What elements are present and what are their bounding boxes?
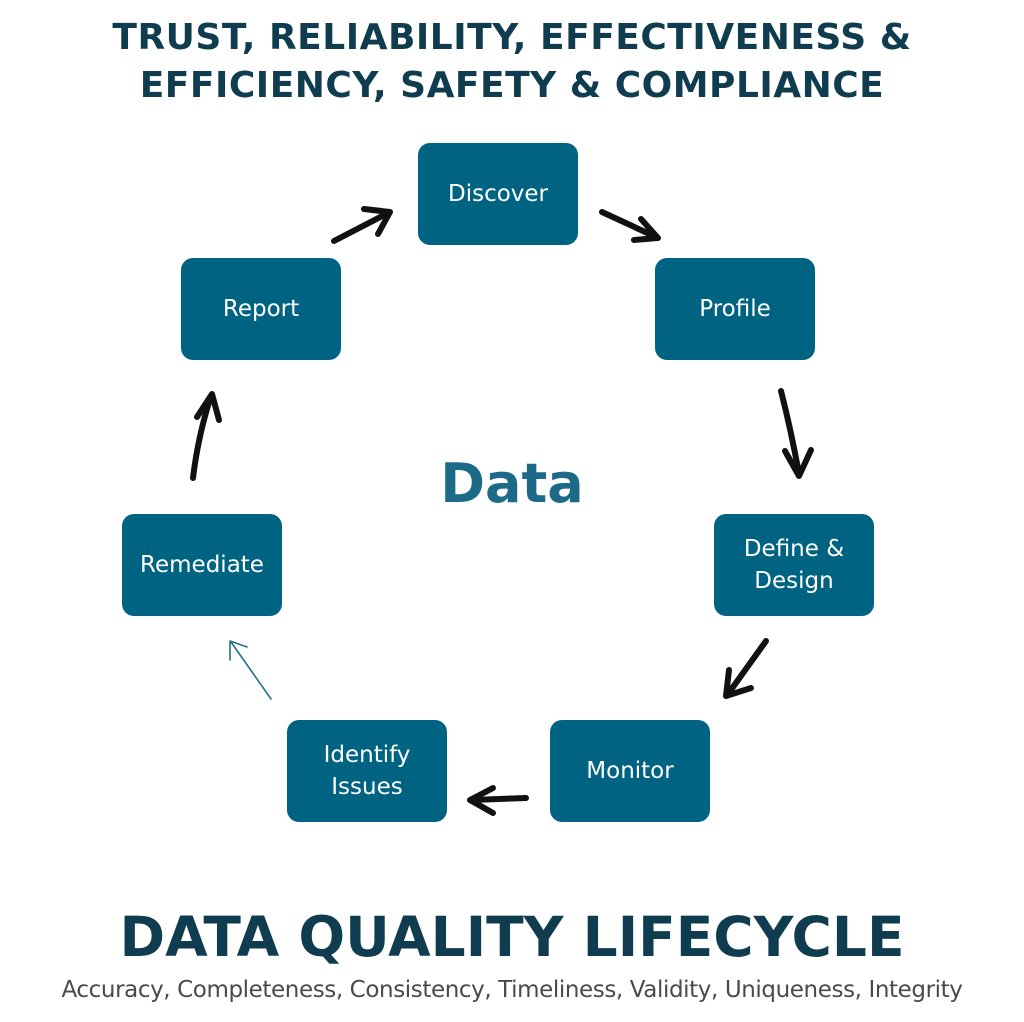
arrow-discover-to-profile bbox=[599, 209, 661, 243]
node-identify-issues: Identify Issues bbox=[287, 720, 447, 822]
arrow-remediate-to-report bbox=[190, 391, 222, 481]
diagram-title: DATA QUALITY LIFECYCLE bbox=[119, 905, 905, 969]
arrow-profile-to-define bbox=[778, 388, 814, 479]
diagram-subtitle: Accuracy, Completeness, Consistency, Tim… bbox=[61, 977, 963, 1003]
arrow-define-to-monitor bbox=[723, 638, 769, 699]
node-profile: Profile bbox=[655, 258, 815, 360]
arrow-report-to-discover bbox=[331, 206, 393, 244]
header-title-line-1: TRUST, RELIABILITY, EFFECTIVENESS & bbox=[112, 17, 912, 58]
arrow-identify-to-remediate bbox=[229, 640, 272, 700]
node-remediate: Remediate bbox=[122, 514, 282, 616]
node-monitor: Monitor bbox=[550, 720, 710, 822]
arrow-monitor-to-identify bbox=[467, 785, 529, 816]
node-report: Report bbox=[181, 258, 341, 360]
center-label: Data bbox=[440, 452, 584, 515]
header-title: TRUST, RELIABILITY, EFFECTIVENESS & EFFI… bbox=[0, 14, 1024, 110]
header-title-line-2: EFFICIENCY, SAFETY & COMPLIANCE bbox=[139, 65, 885, 106]
node-define-design: Define & Design bbox=[714, 514, 874, 616]
node-discover: Discover bbox=[418, 143, 578, 245]
